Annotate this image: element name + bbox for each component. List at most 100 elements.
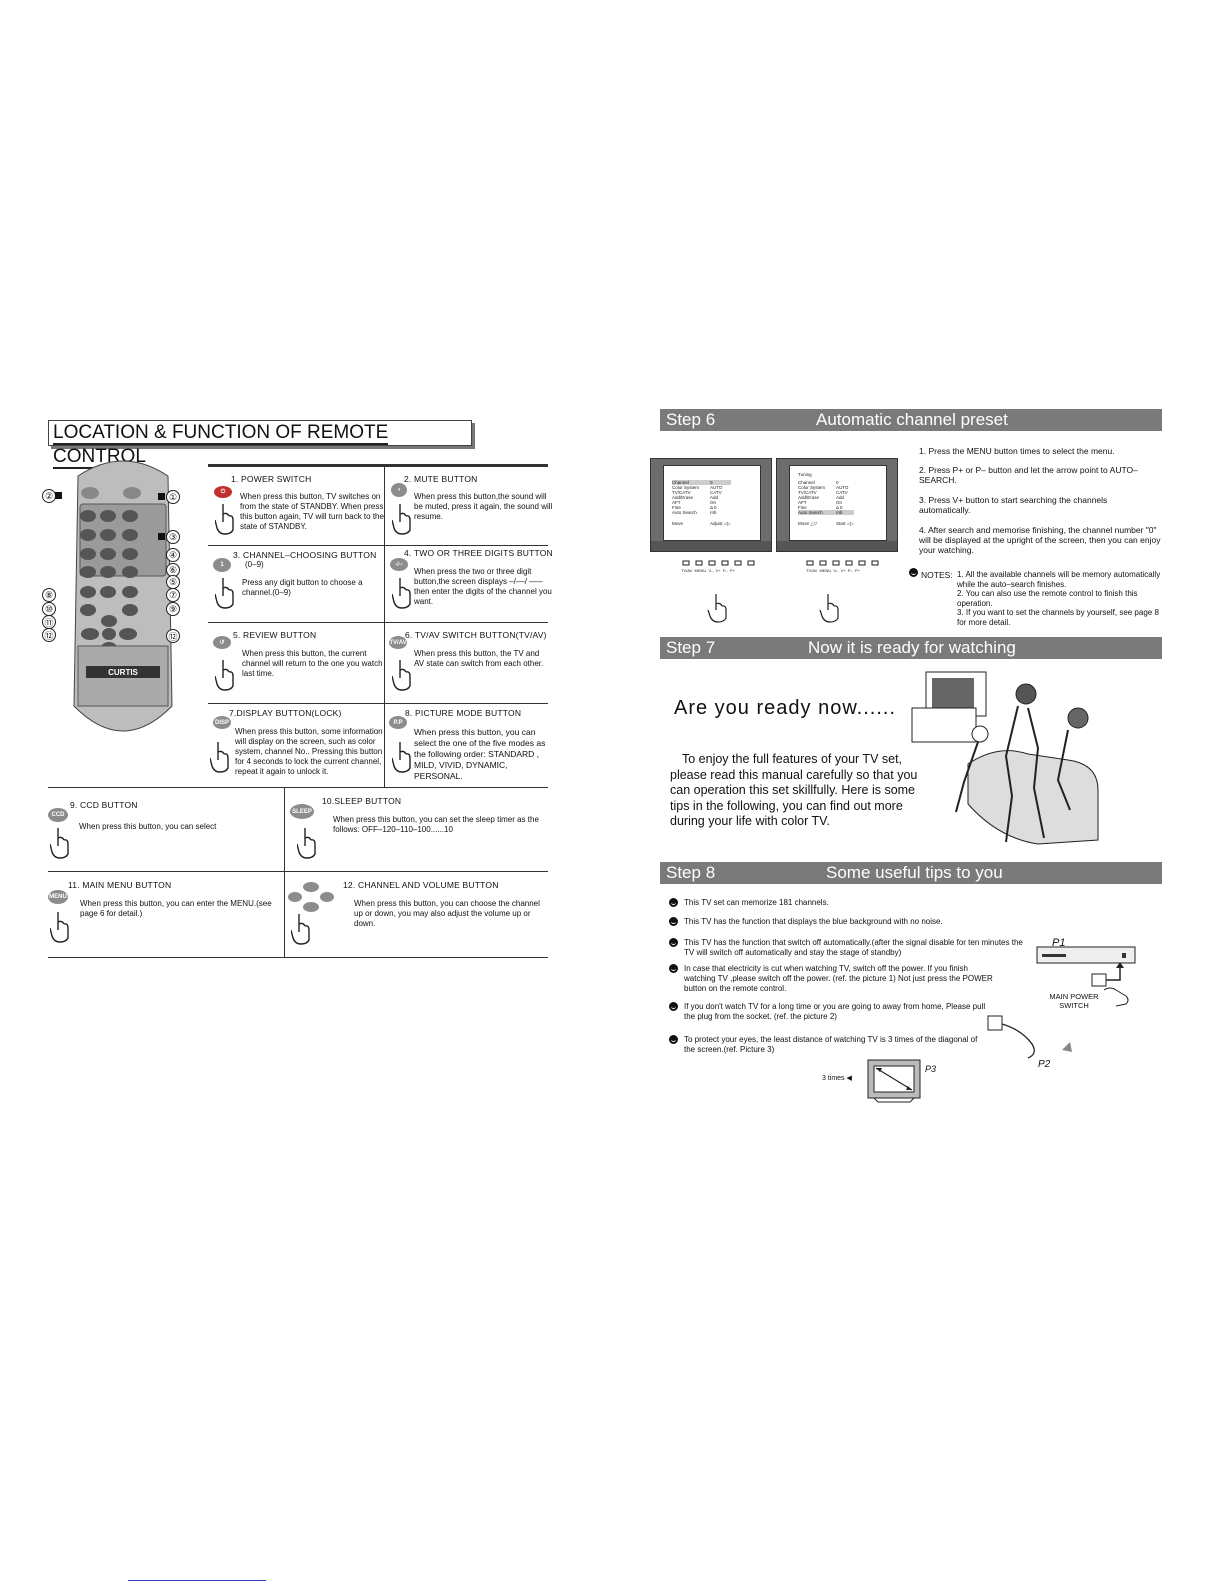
- tip-3: This TV has the function that switch off…: [684, 938, 1023, 957]
- ready-headline: Are you ready now......: [674, 697, 896, 719]
- panel-button-row: [682, 560, 755, 566]
- power-icon: ⏻: [214, 486, 232, 498]
- step6-item-1: 1. Press the MENU button times to select…: [919, 446, 1115, 456]
- menu-icon: MENU: [48, 890, 68, 904]
- tip-4: In case that electricity is cut when wat…: [684, 964, 993, 993]
- smiley-icon: [669, 1035, 678, 1044]
- pp-icon: P.P: [389, 716, 407, 729]
- main-menu-text: When press this button, you can enter th…: [80, 899, 272, 918]
- table-divider: [48, 871, 548, 872]
- step6-header: Step 6 Automatic channel preset: [660, 409, 1162, 431]
- ready-paragraph: To enjoy the full features of your TV se…: [670, 752, 918, 828]
- tv-av-switch-title: 6. TV/AV SWITCH BUTTON(TV/AV): [405, 630, 547, 640]
- step7-number: Step 7: [666, 638, 716, 657]
- channel-choosing-text: Press any digit button to choose a chann…: [242, 578, 363, 597]
- note-2: 2. You can also use the remote control t…: [957, 589, 1138, 608]
- review-button-text: When press this button, the current chan…: [242, 649, 383, 678]
- tip-1: This TV set can memorize 181 channels.: [684, 898, 829, 907]
- callout-11: ⑪: [42, 615, 56, 629]
- smiley-icon: [909, 568, 918, 577]
- unplug-illustration: [987, 1015, 1072, 1059]
- footer-link-underline[interactable]: [128, 1580, 266, 1581]
- section-title: LOCATION & FUNCTION OF REMOTE CONTROL: [48, 420, 472, 469]
- step8-title: Some useful tips to you: [826, 863, 1003, 882]
- table-top-rule: [208, 464, 548, 467]
- pointing-hand-icon: [707, 594, 727, 623]
- channel-volume-cluster-icon: [288, 882, 334, 912]
- review-icon: ↺: [213, 636, 231, 649]
- callout-dot: [158, 493, 165, 500]
- callout-dot: [158, 533, 165, 540]
- digit-one-icon: 1: [213, 558, 231, 572]
- family-watching-tv-illustration: [911, 671, 1099, 845]
- pointing-hand-icon: [210, 742, 229, 773]
- smiley-icon: [669, 964, 678, 973]
- display-button-title: 7.DISPLAY BUTTON(LOCK): [229, 708, 342, 718]
- sleep-button-text: When press this button, you can set the …: [333, 815, 539, 834]
- callout-8: ⑧: [42, 588, 56, 602]
- step6-item-3: 3. Press V+ button to start searching th…: [919, 495, 1108, 515]
- display-button-text: When press this button, some information…: [235, 727, 383, 776]
- tip-6: To protect your eyes, the least distance…: [684, 1035, 978, 1054]
- two-three-digits-text: When press the two or three digit button…: [414, 567, 552, 606]
- table-column-divider: [284, 787, 285, 957]
- pointing-hand-icon: [819, 594, 839, 623]
- power-switch-title: 1. POWER SWITCH: [231, 474, 312, 484]
- callout-dot: [55, 492, 62, 499]
- table-column-divider: [384, 464, 385, 787]
- panel-buttons-1: TV/AV MENU V– V+ P– P+: [681, 568, 736, 573]
- ccd-icon: CCD: [48, 808, 68, 822]
- sleep-icon: SLEEP: [290, 804, 314, 819]
- tip-2: This TV has the function that displays t…: [684, 917, 943, 926]
- two-three-digits-title: 4. TWO OR THREE DIGITS BUTTON: [404, 548, 553, 558]
- callout-4: ④: [166, 548, 180, 562]
- main-menu-title: 11. MAIN MENU BUTTON: [68, 880, 172, 890]
- mute-icon: ◖: [391, 483, 407, 497]
- picture-3-label: P3: [925, 1064, 937, 1074]
- tv-front-panel-illustration: [1036, 946, 1136, 987]
- step8-header: Step 8 Some useful tips to you: [660, 862, 1162, 884]
- step6-item-2: 2. Press P+ or P– button and let the arr…: [919, 465, 1138, 485]
- pointing-hand-icon: [392, 742, 411, 773]
- three-times-label: 3 times ◀: [822, 1075, 852, 1082]
- channel-volume-text: When press this button, you can choose t…: [354, 899, 540, 928]
- picture-mode-title: 8. PICTURE MODE BUTTON: [405, 708, 522, 718]
- pointing-hand-icon: [50, 828, 69, 859]
- smiley-icon: [669, 917, 678, 926]
- pointing-hand-icon: [215, 578, 234, 609]
- callout-1: ①: [166, 490, 180, 504]
- review-button-title: 5. REVIEW BUTTON: [233, 630, 317, 640]
- callout-2: ②: [42, 489, 56, 503]
- table-divider: [208, 545, 548, 546]
- panel-button-row: [806, 560, 879, 566]
- channel-choosing-sub: (0–9): [245, 560, 264, 569]
- notes-label: NOTES:: [921, 570, 953, 580]
- note-3: 3. If you want to set the channels by yo…: [957, 608, 1159, 627]
- ccd-button-text: When press this button, you can select: [79, 822, 217, 831]
- picture-2-label: P2: [1038, 1059, 1051, 1070]
- step7-title: Now it is ready for watching: [808, 638, 1016, 657]
- table-divider: [208, 622, 548, 623]
- tv-diagonal-illustration: [867, 1059, 921, 1103]
- callout-7: ⑦: [166, 588, 180, 602]
- pointing-hand-icon: [215, 660, 234, 691]
- svg-text:CURTIS: CURTIS: [108, 668, 138, 677]
- pointing-hand-icon: [297, 828, 316, 859]
- pressing-hand-icon: [1103, 987, 1129, 1007]
- mute-button-text: When press this button,the sound will be…: [414, 492, 553, 521]
- step6-title: Automatic channel preset: [816, 410, 1008, 429]
- step7-header: Step 7 Now it is ready for watching: [660, 637, 1162, 659]
- picture-mode-text: When press this button, you can select t…: [414, 727, 546, 781]
- pointing-hand-icon: [215, 504, 234, 535]
- smiley-icon: [669, 898, 678, 907]
- pointing-hand-icon: [392, 504, 411, 535]
- callout-5: ⑤: [166, 575, 180, 589]
- sleep-button-title: 10.SLEEP BUTTON: [322, 796, 402, 806]
- callout-9: ⑨: [166, 602, 180, 616]
